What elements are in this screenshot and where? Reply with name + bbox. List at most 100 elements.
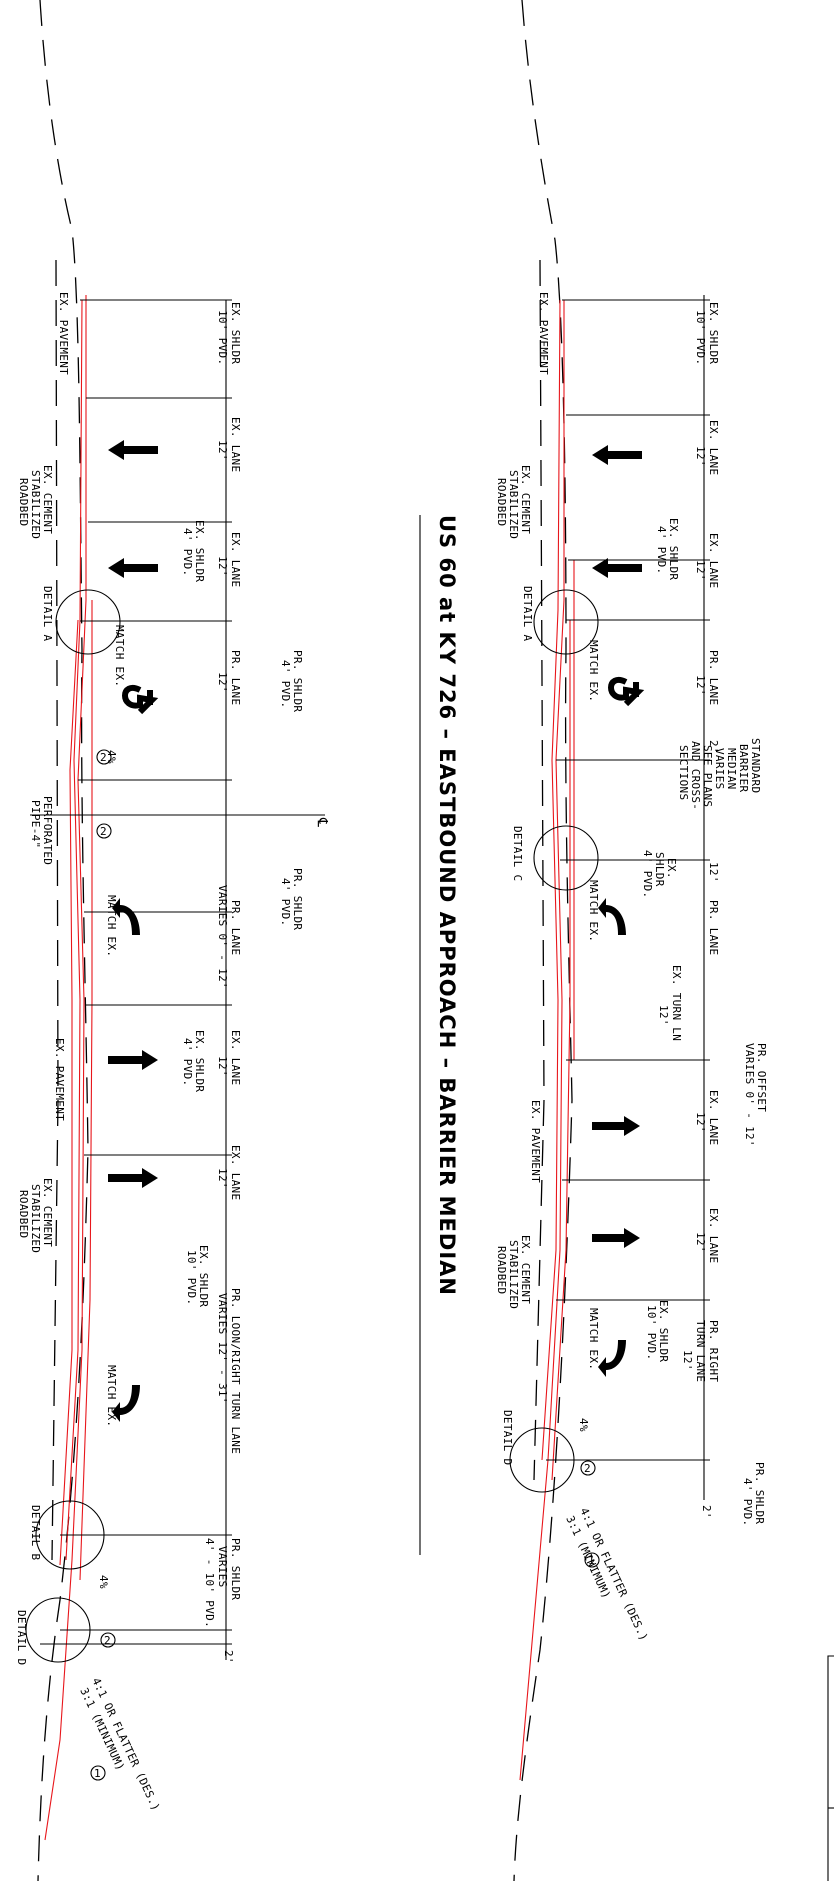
left-width-label-2: EX. LANE: [229, 417, 242, 472]
left-callout-24: MATCH EX.: [105, 1365, 118, 1427]
note-marker-circle: [96, 823, 112, 839]
left-cross-section: ℄ EX. SHLDR 10' PVD. EX. LANE 12' EX. LA…: [15, 0, 330, 1881]
arrow-westbound-icon: [108, 558, 158, 578]
note-marker-circle: [584, 1552, 600, 1568]
right-callout-8: STANDARD: [749, 738, 762, 793]
right-detail-c-circle: [533, 825, 599, 891]
left-width-label-9: VARIES 0' - 12': [216, 885, 229, 989]
right-callout-24: STABILIZED: [507, 1240, 520, 1309]
left-callout-16: EX. SHLDR: [193, 1030, 206, 1092]
right-callout-12: SEE PLANS: [701, 745, 714, 807]
left-callout-15: MATCH EX.: [105, 895, 118, 957]
right-callout-9: BARRIER: [737, 744, 750, 793]
arrow-westbound-icon: [592, 445, 642, 465]
left-width-label-10: EX. LANE: [229, 1030, 242, 1085]
left-callout-9: MATCH EX.: [113, 625, 126, 687]
left-callout-7: PR. SHLDR: [291, 650, 304, 712]
right-width-labels: EX. SHLDR 10' PVD. EX. LANE 12' EX. LANE…: [657, 302, 720, 1519]
left-callout-14: 4' PVD.: [279, 878, 292, 926]
left-width-label-13: 12': [216, 1168, 229, 1189]
right-callout-27: EX. SHLDR: [657, 1300, 670, 1362]
left-callout-labels: EX. PAVEMENT EX. CEMENT STABILIZED ROADB…: [15, 292, 304, 1813]
left-width-label-18: 4' - 10' PVD.: [203, 1538, 216, 1628]
left-existing-ground-line: [37, 0, 89, 1881]
left-width-label-5: 12': [216, 556, 229, 577]
right-width-label-14: 12': [694, 1112, 707, 1133]
right-callout-23: EX. CEMENT: [519, 1235, 532, 1304]
note-marker-circle: [96, 749, 112, 765]
left-callout-1: EX. CEMENT: [41, 465, 54, 534]
left-callout-8: 4' PVD.: [279, 660, 292, 708]
note-marker-circle: [580, 1460, 596, 1476]
right-callout-13: AND CROSS-: [689, 741, 702, 810]
right-width-label-6: PR. LANE: [707, 650, 720, 705]
left-callout-23: 10' PVD.: [185, 1250, 198, 1305]
note-marker-circle: [100, 1632, 116, 1648]
right-note-marker-0: 2: [584, 1462, 591, 1475]
left-proposed-linework: [44, 295, 93, 1841]
right-callout-21: VARIES 0' - 12': [743, 1043, 756, 1147]
left-width-label-6: PR. LANE: [229, 650, 242, 705]
note-marker-circle: [90, 1765, 106, 1781]
left-callout-12: PIPE-4": [29, 800, 42, 848]
right-callout-32: 4' PVD.: [741, 1478, 754, 1526]
left-callout-17: 4' PVD.: [181, 1038, 194, 1086]
right-width-label-20: 2': [700, 1505, 713, 1519]
right-width-label-19: 12': [681, 1350, 694, 1371]
right-callout-10: MEDIAN: [725, 748, 738, 790]
left-width-label-7: 12': [216, 672, 229, 693]
right-callout-2: STABILIZED: [507, 470, 520, 539]
left-callout-19: EX. CEMENT: [41, 1178, 54, 1247]
right-width-label-18: TURN LANE: [694, 1320, 707, 1382]
arrow-westbound-icon: [108, 440, 158, 460]
right-dimension-ticks: [546, 299, 710, 1461]
right-width-label-13: EX. LANE: [707, 1090, 720, 1145]
left-note-markers: 2 2 2 1: [90, 749, 116, 1781]
right-width-label-5: 12': [694, 560, 707, 581]
left-callout-20: STABILIZED: [29, 1184, 42, 1253]
left-callout-18: EX. PAVEMENT: [53, 1038, 66, 1121]
left-note-marker-3: 1: [94, 1767, 101, 1780]
left-callout-11: PERFORATED: [41, 796, 54, 865]
right-callout-28: 10' PVD.: [645, 1305, 658, 1360]
right-note-markers: 2 1: [580, 1460, 600, 1568]
arrow-right-turn-icon: [112, 1385, 140, 1422]
right-width-label-8: 2': [707, 740, 720, 754]
right-width-label-11: EX. TURN LN: [670, 965, 683, 1041]
right-callout-3: ROADBED: [495, 478, 508, 526]
left-width-label-3: 12': [216, 440, 229, 461]
right-callout-31: PR. SHLDR: [753, 1462, 766, 1524]
left-callout-22: EX. SHLDR: [197, 1245, 210, 1307]
arrow-left-turn-icon: [598, 898, 626, 935]
left-callout-27: DETAIL D: [15, 1610, 28, 1665]
right-width-label-4: EX. LANE: [707, 533, 720, 588]
left-callout-28: 4:1 OR FLATTER (DES.): [89, 1676, 162, 1813]
arrow-uturn-icon: [122, 685, 159, 715]
left-width-label-14: PR. LOON/RIGHT TURN LANE: [229, 1288, 242, 1454]
right-note-marker-1: 1: [588, 1554, 595, 1567]
drawing-title: US 60 at KY 726 – EASTBOUND APPROACH – B…: [435, 515, 459, 1296]
left-traffic-arrows: [108, 440, 159, 1422]
left-pavement-edge-line: [51, 259, 59, 1561]
right-width-label-1: 10' PVD.: [694, 310, 707, 365]
left-width-label-12: EX. LANE: [229, 1145, 242, 1200]
left-width-label-17: VARIES: [216, 1546, 229, 1588]
right-width-label-10: PR. LANE: [707, 900, 720, 955]
right-width-label-3: 12': [694, 446, 707, 467]
left-width-label-19: 2': [222, 1650, 235, 1664]
right-callout-20: PR. OFFSET: [755, 1043, 768, 1112]
left-callout-4: EX. SHLDR: [193, 520, 206, 582]
right-width-label-12: 12': [657, 1005, 670, 1026]
right-cross-section: EX. SHLDR 10' PVD. EX. LANE 12' EX. LANE…: [495, 0, 768, 1881]
title-block-frame: [827, 1655, 834, 1881]
left-width-label-4: EX. LANE: [229, 532, 242, 587]
arrow-eastbound-icon: [592, 1116, 640, 1136]
left-width-labels: EX. SHLDR 10' PVD. EX. LANE 12' EX. LANE…: [203, 302, 242, 1664]
right-callout-11: VARIES: [713, 748, 726, 790]
left-callout-5: 4' PVD.: [181, 528, 194, 576]
right-callout-0: EX. PAVEMENT: [537, 292, 550, 375]
right-callout-25: ROADBED: [495, 1246, 508, 1294]
right-callout-7: MATCH EX.: [587, 640, 600, 702]
right-detail-a-circle: [533, 589, 599, 655]
